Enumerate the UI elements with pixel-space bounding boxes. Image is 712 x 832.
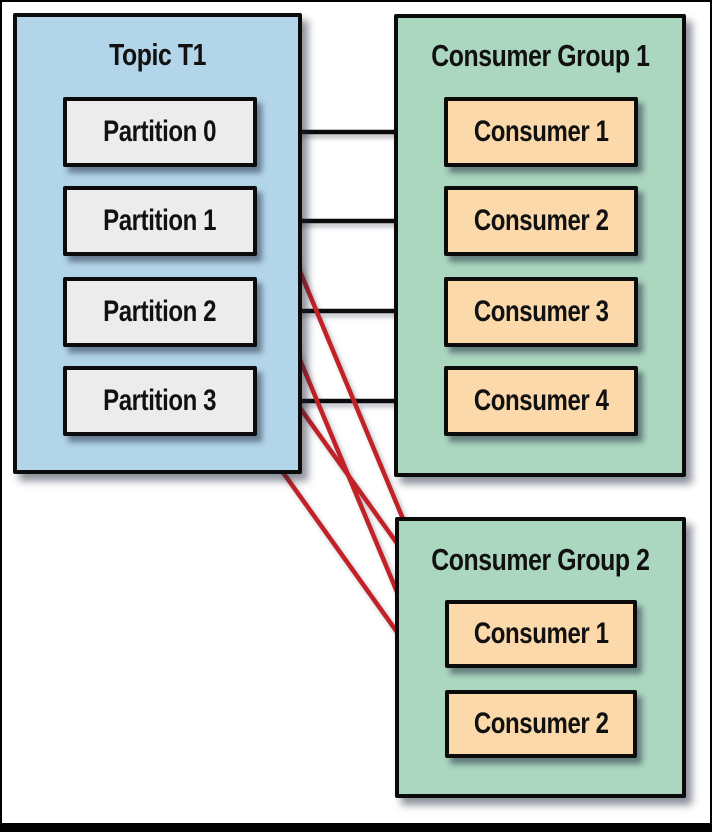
topic-t1-title: Topic T1	[13, 36, 302, 74]
group1-consumer-4-node: Consumer 4	[444, 366, 638, 436]
group1-consumer-3-node: Consumer 3	[444, 277, 638, 347]
consumer-group1-title: Consumer Group 1	[394, 37, 686, 75]
group2-consumer-1-node: Consumer 1	[445, 600, 637, 668]
group2-consumer-2-node: Consumer 2	[445, 690, 637, 758]
consumer-group1-title-label: Consumer Group 1	[430, 38, 650, 73]
group1-consumer-2-label: Consumer 2	[473, 204, 609, 237]
partition-2-label: Partition 2	[103, 295, 217, 328]
partition-1-label: Partition 1	[103, 204, 217, 237]
group1-consumer-4-label: Consumer 4	[473, 384, 609, 417]
group1-consumer-2-node: Consumer 2	[444, 186, 638, 256]
group2-consumer-2-label: Consumer 2	[473, 707, 609, 740]
group2-consumer-1-label: Consumer 1	[473, 617, 609, 650]
partition-0-node: Partition 0	[63, 97, 257, 167]
partition-3-node: Partition 3	[63, 366, 257, 436]
topic-t1-title-label: Topic T1	[109, 37, 206, 72]
consumer-group2-title-label: Consumer Group 2	[431, 542, 650, 577]
frame-right-edge	[710, 0, 712, 832]
partition-2-node: Partition 2	[63, 277, 257, 347]
partition-3-label: Partition 3	[103, 384, 217, 417]
frame-bottom-bar	[0, 823, 712, 832]
group1-consumer-1-label: Consumer 1	[473, 115, 609, 148]
partition-0-label: Partition 0	[103, 115, 217, 148]
consumer-group2-title: Consumer Group 2	[395, 541, 686, 579]
partition-1-node: Partition 1	[63, 186, 257, 256]
frame-top-edge	[0, 0, 712, 2]
group1-consumer-1-node: Consumer 1	[444, 97, 638, 167]
frame-left-edge	[0, 0, 2, 832]
group1-consumer-3-label: Consumer 3	[473, 295, 609, 328]
